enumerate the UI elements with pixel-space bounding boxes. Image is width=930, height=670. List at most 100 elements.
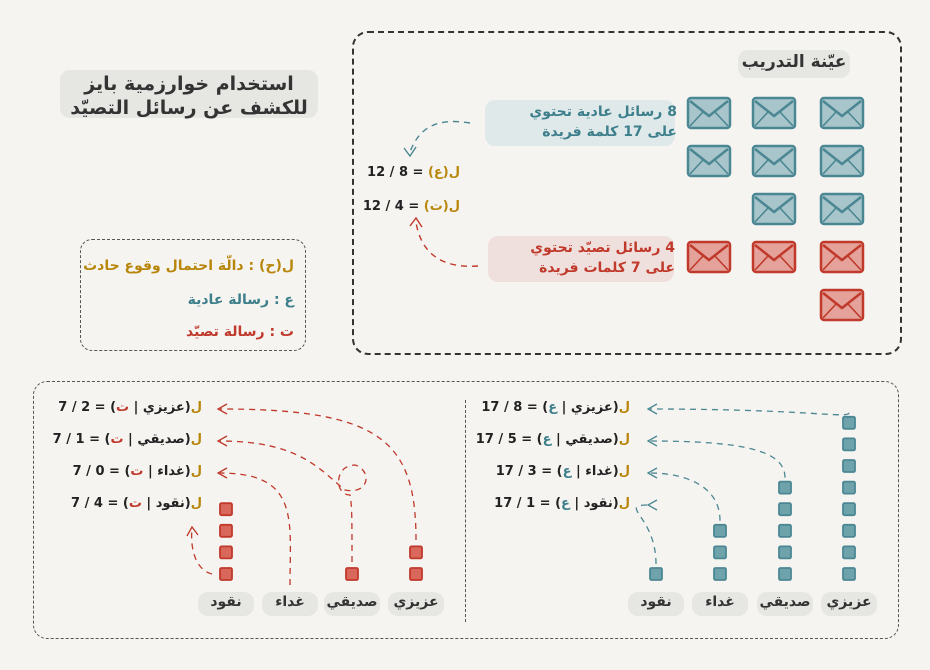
- normal-word-formula-value: ) = 8 / 17: [481, 400, 549, 415]
- title-line-1: استخدام خوارزمية بايز: [84, 73, 294, 95]
- normal-envelope-icon-folds: [822, 207, 862, 223]
- normal-envelope-icon-body: [751, 96, 797, 130]
- normal-word-formula-word: (نقود |: [569, 496, 619, 511]
- normal-note-highlight: [485, 100, 675, 146]
- spam-envelope-icon-body: [819, 240, 865, 274]
- word-counts-box: [33, 381, 899, 639]
- normal-word-formula-prefix: ل: [618, 400, 630, 415]
- normal-note-line-2: على 17 كلمة فريدة: [542, 124, 677, 140]
- normal-envelope-icon-body: [819, 96, 865, 130]
- spam-envelope-icon-flap: [822, 244, 862, 262]
- spam-word-formula: ل(غداء | ت) = 0 / 7: [73, 464, 202, 479]
- normal-word-formula: ل(نقود | ع) = 1 / 17: [494, 496, 630, 511]
- spam-word-square: [345, 567, 359, 581]
- normal-envelope-icon-flap: [822, 196, 862, 214]
- normal-envelope-icon-flap: [754, 100, 794, 118]
- spam-envelope-icon-folds: [822, 255, 862, 271]
- legend-box: [80, 239, 306, 351]
- normal-envelope-icon-folds: [754, 159, 794, 175]
- normal-word-square: [778, 545, 792, 560]
- normal-word-formula-value: ) = 5 / 17: [475, 432, 543, 447]
- normal-word-formula-prefix: ل: [618, 432, 630, 447]
- prior-spam-value: 4 / 12: [362, 199, 404, 214]
- normal-envelope-icon: [819, 96, 865, 130]
- normal-envelope-icon-body: [751, 144, 797, 178]
- spam-envelope-icon: [686, 240, 732, 274]
- normal-word-label-highlight: [821, 592, 877, 616]
- normal-word-square: [842, 459, 856, 473]
- normal-envelope-icon-flap: [754, 148, 794, 166]
- normal-word-label-highlight: [757, 592, 813, 616]
- normal-envelope-icon: [819, 192, 865, 226]
- spam-word-square: [219, 545, 233, 560]
- normal-envelope-icon: [751, 144, 797, 178]
- legend-normal-def: ع : رسالة عادية: [187, 292, 294, 308]
- spam-word-formula-class: ت: [130, 464, 144, 479]
- normal-word-square: [842, 502, 856, 517]
- spam-word-square: [219, 567, 233, 581]
- spam-word-label: غداء: [275, 594, 305, 610]
- normal-word-square: [842, 480, 856, 495]
- prior-normal-arrowhead: [403, 146, 417, 158]
- spam-word-square: [219, 502, 233, 517]
- normal-connector-arrowhead: [646, 435, 658, 447]
- spam-envelope-icon: [751, 240, 797, 274]
- prior-normal-arg: (ع): [427, 165, 449, 180]
- normal-envelope-icon-folds: [822, 111, 862, 127]
- training-heading: عيّنة التدريب: [741, 52, 847, 72]
- normal-word-formula-class: ع: [562, 464, 572, 479]
- spam-word-label: عزيزي: [393, 594, 439, 610]
- normal-envelope-icon: [819, 144, 865, 178]
- spam-envelope-icon-folds: [754, 255, 794, 271]
- legend-content: ل(ح) : دالّة احتمال وقوع حادث ع : رسالة …: [80, 252, 294, 342]
- normal-word-square: [713, 545, 727, 560]
- normal-word-formula-class: ع: [542, 432, 552, 447]
- prior-spam-prefix: ل: [448, 199, 460, 214]
- normal-envelope-icon: [686, 144, 732, 178]
- spam-word-formula-word: (صديقي |: [123, 432, 191, 447]
- normal-word-formula: ل(عزيزي | ع) = 8 / 17: [481, 400, 630, 415]
- normal-word-label-highlight: [692, 592, 748, 616]
- normal-connector-arrow: [649, 408, 850, 416]
- normal-connector-arrowhead: [646, 467, 658, 479]
- spam-word-formula-prefix: ل: [190, 432, 202, 447]
- spam-word-formula-prefix: ل: [190, 464, 202, 479]
- normal-word-square: [778, 480, 792, 495]
- spam-word-formula: ل(صديقي | ت) = 1 / 7: [53, 432, 202, 447]
- normal-envelope-icon-flap: [754, 196, 794, 214]
- spam-word-formula-prefix: ل: [190, 400, 202, 415]
- spam-note-highlight: [488, 236, 674, 282]
- normal-word-square: [778, 502, 792, 517]
- page-title: استخدام خوارزمية بايز للكشف عن رسائل الت…: [60, 72, 318, 120]
- spam-connector-arrow: [190, 527, 213, 575]
- spam-word-formula-word: (عزيزي |: [129, 400, 191, 415]
- spam-connector-arrowhead: [216, 467, 228, 479]
- spam-word-label-highlight: [324, 592, 380, 616]
- spam-word-formula-prefix: ل: [190, 496, 202, 511]
- spam-word-formula: ل(عزيزي | ت) = 2 / 7: [58, 400, 202, 415]
- training-sample-box: [352, 31, 902, 355]
- normal-envelope-icon-folds: [822, 159, 862, 175]
- spam-connector-arrowhead: [216, 403, 228, 415]
- spam-connector-arrowhead: [186, 525, 199, 537]
- normal-word-formula-value: ) = 1 / 17: [494, 496, 562, 511]
- normal-envelope-icon-folds: [754, 111, 794, 127]
- normal-word-formula: ل(صديقي | ع) = 5 / 17: [476, 432, 630, 447]
- normal-word-square: [778, 567, 792, 581]
- normal-word-square: [713, 523, 727, 538]
- normal-envelope-icon-body: [819, 144, 865, 178]
- normal-envelope-icon-body: [686, 96, 732, 130]
- normal-word-formula-word: (غداء |: [571, 464, 619, 479]
- normal-word-label-highlight: [628, 592, 684, 616]
- spam-note-line-2: على 7 كلمات فريدة: [539, 260, 675, 276]
- spam-word-label-highlight: [388, 592, 444, 616]
- normal-envelope-icon: [751, 96, 797, 130]
- normal-envelope-icon-body: [819, 192, 865, 226]
- spam-word-formula: ل(نقود | ت) = 4 / 7: [71, 496, 202, 511]
- normal-messages-note: 8 رسائل عادية تحتوي على 17 كلمة فريدة: [475, 102, 677, 142]
- spam-envelope-icon: [819, 240, 865, 274]
- spam-word-square: [409, 567, 423, 581]
- spam-word-formula-value: ) = 4 / 7: [71, 496, 129, 511]
- normal-word-formula-class: ع: [561, 496, 570, 511]
